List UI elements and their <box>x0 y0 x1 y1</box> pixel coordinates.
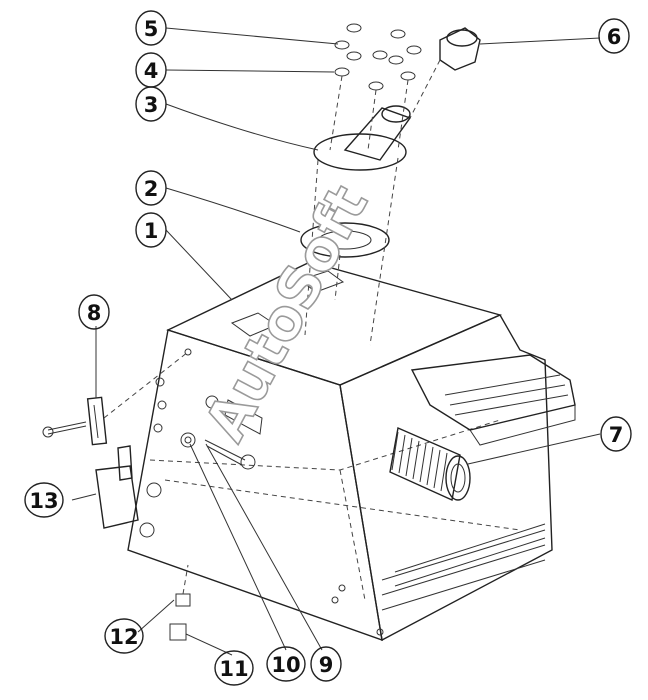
callout-3: 3 <box>135 86 167 122</box>
callout-2: 2 <box>135 170 167 206</box>
callout-12-label: 12 <box>109 625 138 649</box>
callout-9: 9 <box>310 646 342 682</box>
fasteners <box>169 395 263 641</box>
callout-5-label: 5 <box>144 17 159 41</box>
callout-5: 5 <box>135 10 167 46</box>
callout-11-label: 11 <box>219 657 248 681</box>
callout-10: 10 <box>266 646 306 682</box>
callout-1: 1 <box>135 212 167 248</box>
callout-13: 13 <box>24 482 64 518</box>
callout-4: 4 <box>135 52 167 88</box>
callout-8-label: 8 <box>87 301 102 325</box>
callout-4-label: 4 <box>144 59 159 83</box>
callout-10-label: 10 <box>271 653 300 677</box>
callout-13-label: 13 <box>29 489 58 513</box>
callout-6-label: 6 <box>607 25 622 49</box>
callout-8: 8 <box>78 294 110 330</box>
watermark-text: AutoSoft <box>193 175 381 451</box>
callout-12: 12 <box>104 618 144 654</box>
callout-3-label: 3 <box>144 93 159 117</box>
callout-7: 7 <box>600 416 632 452</box>
filler-neck <box>300 23 481 346</box>
leader-lines <box>71 27 601 656</box>
tank-body <box>127 261 553 642</box>
filter-element <box>389 427 471 502</box>
callout-11: 11 <box>214 650 254 686</box>
outlet-bracket <box>95 445 139 529</box>
callout-1-label: 1 <box>144 219 159 243</box>
callout-7-label: 7 <box>609 423 624 447</box>
callout-6: 6 <box>598 18 630 54</box>
callout-9-label: 9 <box>319 653 334 677</box>
sight-gauge <box>42 351 189 446</box>
callout-2-label: 2 <box>144 177 159 201</box>
side-tray <box>410 354 576 446</box>
